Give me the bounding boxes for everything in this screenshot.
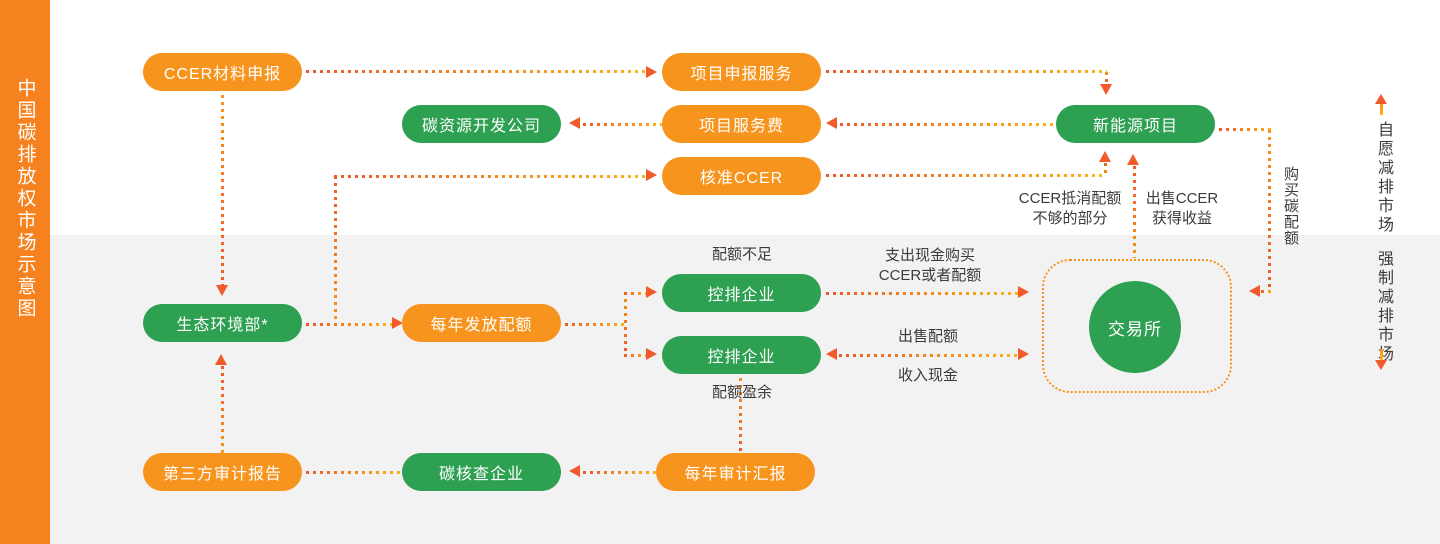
arrowhead-right-icon bbox=[1018, 348, 1029, 360]
connector-quota-branch-vertical bbox=[624, 292, 627, 356]
label-sell-ccer: 出售CCER 获得收益 bbox=[1145, 190, 1219, 227]
connector-annual-quota-right bbox=[565, 323, 625, 326]
connector-buy-quota-vertical bbox=[1268, 130, 1271, 291]
label-mandatory-market: 强制减排市场 bbox=[1375, 250, 1392, 364]
connector-verifier-to-third-party bbox=[306, 471, 402, 474]
connector-ministry-to-approved-ccer bbox=[334, 175, 646, 178]
label-voluntary-market: 自愿减排市场 bbox=[1375, 121, 1392, 235]
label-receive-cash: 收入现金 bbox=[897, 367, 958, 384]
connector-new-energy-to-project-fee bbox=[840, 123, 1056, 126]
arrowhead-up-icon bbox=[1099, 151, 1111, 162]
node-exchange: 交易所 bbox=[1089, 281, 1181, 373]
node-emitter-surplus: 控排企业 bbox=[662, 336, 821, 374]
exchange-dotted-boundary bbox=[1042, 259, 1232, 393]
connector-emitter-b-to-annual-audit bbox=[739, 378, 742, 453]
voluntary-up-arrow-icon bbox=[1375, 94, 1387, 115]
node-carbon-verifier: 碳核查企业 bbox=[402, 453, 561, 491]
arrowhead-left-icon bbox=[826, 117, 837, 129]
arrowhead-right-icon bbox=[392, 317, 403, 329]
arrowhead-left-icon bbox=[569, 465, 580, 477]
connector-project-apply-to-new-energy bbox=[826, 70, 1107, 73]
arrowhead-up-icon bbox=[1127, 154, 1139, 165]
mandatory-down-arrow-icon bbox=[1375, 349, 1387, 370]
node-project-apply: 项目申报服务 bbox=[662, 53, 821, 91]
connector-ministry-branch-up bbox=[334, 176, 337, 323]
connector-sell-ccer-vertical bbox=[1133, 166, 1136, 258]
label-buy-quota: 购买碳配额 bbox=[1282, 166, 1299, 246]
node-third-party-report: 第三方审计报告 bbox=[143, 453, 302, 491]
arrowhead-right-icon bbox=[1018, 286, 1029, 298]
node-approved-ccer: 核准CCER bbox=[662, 157, 821, 195]
arrowhead-right-icon bbox=[646, 66, 657, 78]
label-pay-cash: 支出现金购买 CCER或者配额 bbox=[878, 247, 982, 284]
connector-ccer-material-to-ministry bbox=[221, 95, 224, 285]
node-ministry: 生态环境部* bbox=[143, 304, 302, 342]
connector-new-energy-right bbox=[1219, 128, 1271, 131]
connector-emitter-b-exchange-bidirectional bbox=[839, 354, 1018, 357]
arrowhead-left-icon bbox=[569, 117, 580, 129]
connector-emitter-a-to-exchange bbox=[826, 292, 1018, 295]
diagram-title: 中国碳排放权市场示意图 bbox=[14, 78, 36, 320]
node-new-energy: 新能源项目 bbox=[1056, 105, 1215, 143]
label-quota-short: 配额不足 bbox=[711, 246, 772, 263]
connector-buy-quota-stub bbox=[1261, 290, 1271, 293]
arrowhead-right-icon bbox=[646, 286, 657, 298]
node-emitter-short: 控排企业 bbox=[662, 274, 821, 312]
arrowhead-left-icon bbox=[826, 348, 837, 360]
connector-quota-to-emitter-a bbox=[624, 292, 646, 295]
arrowhead-down-icon bbox=[1100, 84, 1112, 95]
arrowhead-right-icon bbox=[646, 169, 657, 181]
connector-approved-ccer-elbow bbox=[1104, 163, 1107, 175]
diagram-title-bar: 中国碳排放权市场示意图 bbox=[0, 0, 50, 544]
connector-approved-ccer-to-new-energy bbox=[826, 174, 1105, 177]
connector-annual-audit-to-verifier bbox=[583, 471, 656, 474]
connector-quota-to-emitter-b bbox=[624, 354, 646, 357]
arrowhead-down-icon bbox=[216, 285, 228, 296]
connector-project-fee-to-carbon-dev bbox=[583, 123, 662, 126]
arrowhead-right-icon bbox=[646, 348, 657, 360]
label-ccer-offset: CCER抵消配额 不够的部分 bbox=[1018, 190, 1122, 227]
label-quota-surplus: 配额盈余 bbox=[711, 384, 772, 401]
node-project-fee: 项目服务费 bbox=[662, 105, 821, 143]
arrowhead-left-icon bbox=[1249, 285, 1260, 297]
connector-ccer-material-to-project-apply bbox=[306, 70, 646, 73]
node-ccer-material: CCER材料申报 bbox=[143, 53, 302, 91]
node-carbon-dev-company: 碳资源开发公司 bbox=[402, 105, 561, 143]
label-sell-quota: 出售配额 bbox=[897, 328, 958, 345]
arrowhead-up-icon bbox=[215, 354, 227, 365]
node-annual-audit: 每年审计汇报 bbox=[656, 453, 815, 491]
connector-ministry-to-annual-quota bbox=[306, 323, 392, 326]
connector-third-party-to-ministry bbox=[221, 366, 224, 453]
connector-project-apply-elbow bbox=[1105, 72, 1108, 84]
node-annual-quota: 每年发放配额 bbox=[402, 304, 561, 342]
